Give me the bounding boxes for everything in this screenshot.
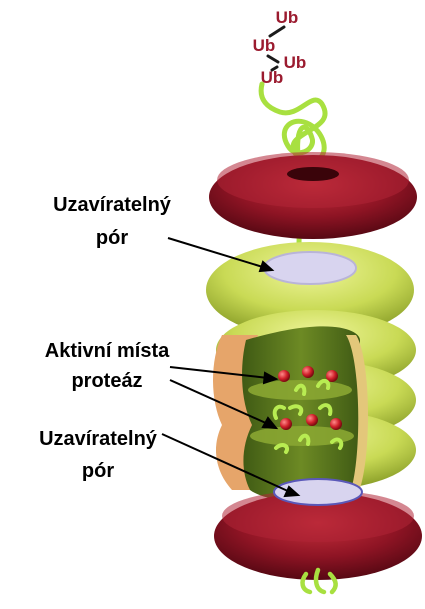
active-sites-label: proteáz — [30, 368, 184, 395]
bottom-pore-label: Uzavíratelný — [30, 426, 166, 453]
top-pore-label: Uzavíratelný — [44, 192, 180, 219]
active-sites-label: Aktivní místa — [30, 338, 184, 365]
top-cap — [209, 152, 417, 239]
ubiquitin-tag: Ub — [270, 4, 304, 31]
bottom-cap — [214, 479, 422, 580]
ubiquitin-tag: Ub — [247, 32, 281, 59]
bottom-pore-label: pór — [30, 458, 166, 485]
ubiquitin-tag: Ub — [255, 64, 289, 91]
top-pore-label: pór — [44, 225, 180, 252]
released-peptides — [303, 570, 336, 592]
cutaway-chamber — [213, 310, 416, 501]
